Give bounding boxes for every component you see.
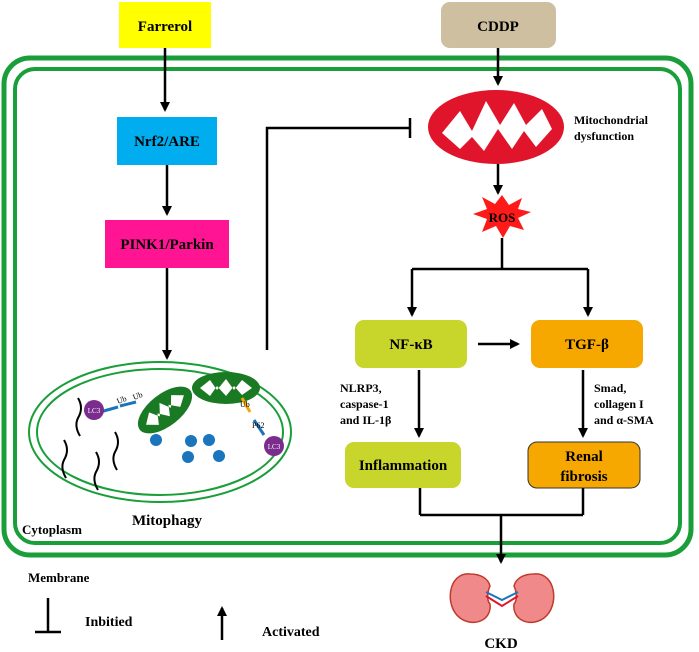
mito-dysfunction-label-1: Mitochondrial [574, 113, 649, 127]
mitochondrion-icon [137, 386, 193, 434]
inner-cell-membrane [13, 67, 682, 545]
ub-label: Ub [132, 390, 144, 402]
nrf2-label: Nrf2/ARE [134, 134, 200, 150]
tgfb-annotation-3: and α-SMA [594, 413, 654, 427]
renal-fibrosis-label-2: fibrosis [560, 469, 607, 485]
cddp-box [441, 2, 556, 48]
nfkb-label: NF-κB [389, 337, 432, 353]
renal-fibrosis-label-1: Renal [565, 449, 603, 465]
farrerol-label: Farrerol [138, 19, 192, 35]
inhibition-line [265, 126, 410, 350]
membrane-fragment [61, 439, 68, 479]
mitophagosome-outer [28, 361, 292, 503]
pink1-box [105, 220, 229, 268]
ckd-label: CKD [484, 636, 518, 652]
mitophagy-label: Mitophagy [132, 513, 203, 529]
kidneys-icon [449, 573, 555, 624]
nfkb-annotation-1: NLRP3, [340, 381, 382, 395]
lc3-label: LC3 [268, 443, 281, 451]
lc3-protein [264, 436, 284, 456]
lc3-protein [84, 400, 104, 420]
outer-cell-membrane [1, 55, 694, 558]
nfkb-annotation-2: caspase-1 [340, 397, 389, 411]
mito-dysfunction-label-2: dysfunction [574, 129, 634, 143]
cargo-dot [213, 450, 225, 462]
ros-label: ROS [489, 210, 516, 225]
chain-link [240, 397, 252, 413]
cargo-dot [182, 451, 194, 463]
tgfb-annotation-1: Smad, [594, 381, 626, 395]
tgfb-label: TGF-β [565, 337, 609, 353]
mitophagosome-inner [36, 368, 284, 496]
membrane-label: Membrane [28, 570, 90, 585]
nfkb-box [355, 320, 467, 368]
mitochondrion-dysfunction-icon [428, 90, 564, 164]
cargo-dot [185, 435, 197, 447]
mitochondrion-icon [192, 372, 260, 404]
inflammation-label: Inflammation [359, 458, 448, 474]
chain-link [252, 419, 266, 436]
farrerol-box [119, 2, 211, 48]
pink1-label: PINK1/Parkin [120, 237, 214, 253]
legend-activated-label: Activated [262, 625, 320, 640]
tgfb-box [531, 320, 643, 368]
lc3-label: LC3 [88, 407, 101, 415]
membrane-fragment [75, 397, 82, 437]
inflammation-box [345, 442, 461, 488]
cddp-label: CDDP [477, 19, 519, 35]
tgfb-annotation-2: collagen I [594, 397, 644, 411]
membrane-fragment [112, 431, 119, 471]
ub-label: Ub [116, 394, 128, 406]
nrf2-box [117, 117, 217, 165]
cargo-dot [203, 434, 215, 446]
p62-label: P62 [252, 421, 264, 430]
cytoplasm-label: Cytoplasm [22, 522, 82, 537]
nfkb-annotation-3: and IL-1β [340, 413, 391, 427]
ub-label: Ub [240, 400, 250, 409]
chain-link [119, 400, 137, 408]
cargo-dot [150, 434, 162, 446]
membrane-fragment [93, 451, 100, 491]
legend-inhibited-label: Inbitied [85, 615, 133, 630]
ros-burst [473, 195, 531, 238]
